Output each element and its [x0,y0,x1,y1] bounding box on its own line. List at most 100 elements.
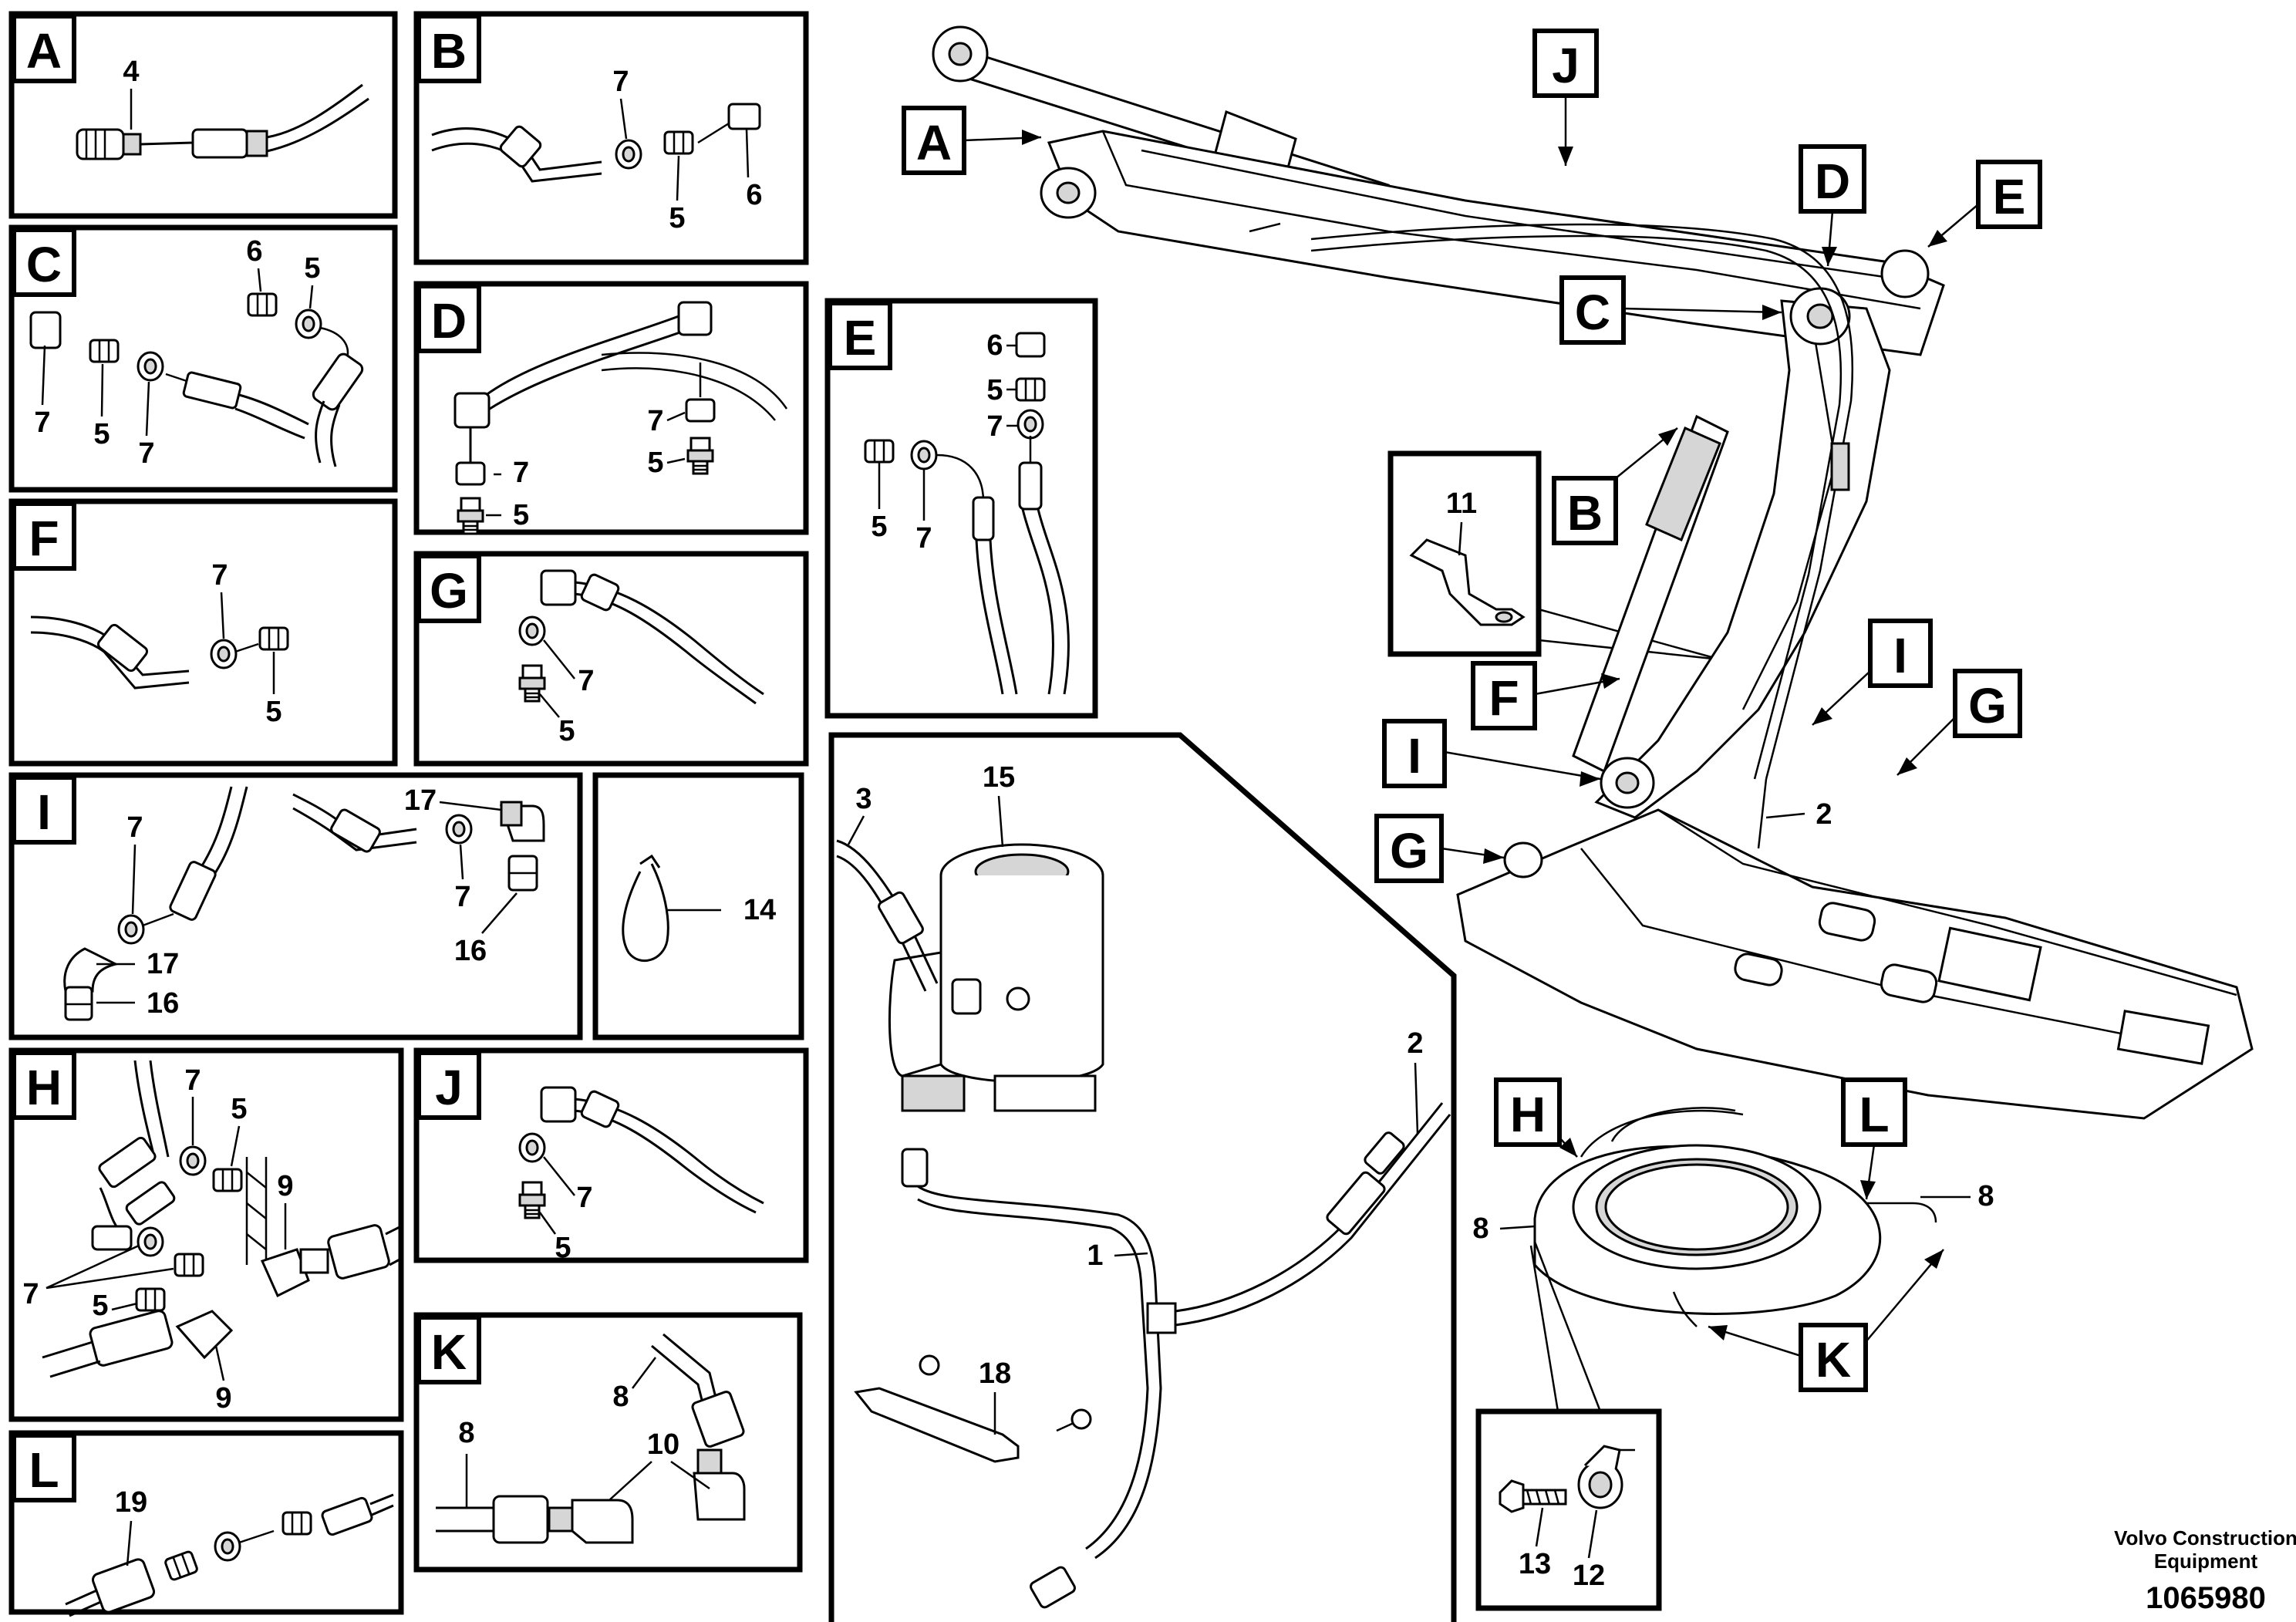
overview-label-d: D [1799,144,1866,267]
callout: 17 [147,948,179,980]
panel-label-g: G [430,563,468,619]
callout: 7 [184,1064,201,1097]
panel-b: B 7 5 6 [413,11,809,265]
callout: 6 [746,179,762,211]
callout: 7 [211,559,228,592]
callout: 7 [576,1182,592,1214]
callout: 5 [265,696,282,728]
panel-h: H 7 5 9 7 5 9 [8,1047,404,1422]
svg-text:E: E [1993,169,2026,224]
panel-e: E 6 5 7 5 7 [824,298,1098,719]
callout: 5 [555,1232,571,1264]
panel-label-j: J [435,1060,463,1115]
panel-label-k: K [431,1324,467,1380]
callout: 5 [647,447,663,479]
callout: 19 [115,1486,147,1519]
callout: 11 [1446,487,1477,520]
callout: 7 [138,437,154,470]
callout: 6 [246,235,262,268]
svg-text:C: C [1575,285,1610,340]
overview-label-c: C [1559,275,1782,345]
callout: 7 [915,522,932,555]
callout: 3 [855,783,872,815]
svg-text:F: F [1489,670,1519,726]
callout: 14 [743,894,776,926]
swing-bearing-overview [1533,1107,1937,1327]
svg-text:H: H [1510,1087,1546,1142]
panel-bolt-clamp: 13 12 [1475,1408,1662,1611]
panel-g: G 7 5 [413,551,809,767]
callout: 7 [22,1278,39,1310]
panel-c: C 7 5 7 6 5 [8,224,398,493]
panel-label-c: C [26,237,62,292]
svg-text:G: G [1968,678,2007,733]
callout: 4 [123,56,139,88]
callout: 9 [215,1382,231,1415]
panel-l: L 19 [8,1430,404,1617]
callout: 13 [1519,1548,1551,1580]
panel-i: I 7 17 16 17 7 16 [8,772,583,1040]
panel-f: F 7 5 [8,498,398,767]
callout: 5 [93,418,110,450]
excavator-boom-overview [932,25,2254,1120]
callout: 5 [513,499,529,531]
callout: 12 [1573,1560,1605,1592]
panel-label-b: B [431,23,467,79]
overview-label-g-left: G [1374,814,1505,883]
overview-label-k: K [1708,1249,1944,1392]
callout: 8 [612,1381,629,1413]
overview-label-h: H [1494,1077,1578,1158]
callout: 7 [454,881,470,913]
callout: 8 [1977,1180,1994,1212]
callout: 5 [92,1290,108,1322]
panel-label-h: H [26,1060,62,1115]
callout: 8 [458,1417,474,1449]
svg-text:L: L [1859,1087,1889,1142]
callout: 5 [986,374,1003,406]
svg-text:J: J [1552,38,1580,93]
overview-label-f: F [1471,661,1620,730]
svg-text:G: G [1390,823,1428,878]
grease-pump [836,839,1104,1112]
panel-lubrication-pump: 15 3 2 1 18 [828,732,1457,1622]
panel-k: K 8 8 10 [413,1312,803,1573]
company-name-line2: Equipment [2154,1549,2258,1573]
callout: 5 [871,511,887,543]
panel-label-d: D [431,293,467,349]
overview-label-i-left: I [1382,719,1601,788]
overview-label-a: A [902,106,1042,175]
callout: 16 [147,987,179,1020]
callout: 8 [1472,1212,1489,1245]
callout: 5 [304,252,320,285]
callout: 7 [986,410,1003,443]
panel-j: J 7 5 [413,1047,809,1264]
panel-cable-tie: 14 [592,772,804,1040]
mounting-bracket [854,1354,1092,1463]
svg-text:B: B [1567,485,1603,541]
svg-text:A: A [916,115,952,170]
callout: 5 [231,1093,247,1125]
svg-text:I: I [1408,728,1421,784]
svg-text:I: I [1893,628,1907,683]
callout: 7 [647,405,663,437]
callout: 1 [1087,1239,1103,1272]
overview-label-j: J [1532,29,1599,166]
callout: 9 [277,1170,293,1202]
callout: 2 [1816,798,1832,831]
callout: 7 [126,811,143,844]
callout: 7 [513,457,529,489]
hose-fitting [76,83,369,160]
overview-label-i-right: I [1812,619,1933,726]
panel-label-f: F [29,511,59,566]
callout: 17 [404,784,437,817]
panel-d: D 7 5 7 5 [413,281,809,535]
company-name-line1: Volvo Construction [2114,1526,2296,1549]
callout: 5 [558,715,575,747]
callout: 7 [34,406,50,439]
overview-label-g-right: G [1896,669,2022,776]
overview-labels: A J D E C B F [902,29,2042,1392]
callout: 7 [612,66,629,98]
footer: Volvo Construction Equipment 1065980 [2114,1526,2296,1615]
overview-label-e: E [1927,160,2042,248]
panel-label-i: I [37,784,51,840]
